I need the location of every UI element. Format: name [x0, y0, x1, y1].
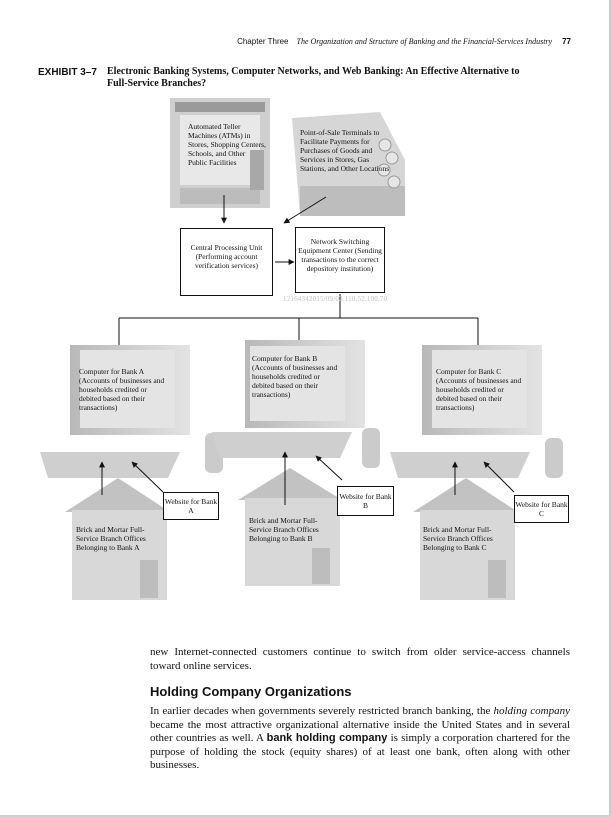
- para2-text-a: In earlier decades when governments seve…: [150, 705, 494, 717]
- computer-bank-c-illustration: [390, 345, 563, 478]
- para2-text-b: became the most attractive organizationa…: [150, 718, 570, 745]
- page-number: 77: [562, 37, 571, 46]
- arrow-pos-to-cpu: [283, 196, 327, 224]
- scan-watermark: 12164342015/09/03 110.52.100.70: [283, 295, 388, 303]
- network-switch-box: Network Switching Equipment Center (Send…: [295, 227, 385, 293]
- computer-bank-c-label: Computer for Bank C (Accounts of busines…: [436, 367, 522, 412]
- exhibit-title: Electronic Banking Systems, Computer Net…: [107, 66, 520, 89]
- page-edge-right: [609, 0, 611, 817]
- running-head: Chapter Three The Organization and Struc…: [237, 37, 571, 46]
- computer-bank-a-illustration: [40, 345, 223, 478]
- para2-key-term: bank holding company: [266, 732, 388, 744]
- branch-house-bank-a-illustration: [65, 478, 170, 600]
- section-heading: Holding Company Organizations: [150, 684, 352, 699]
- computer-bank-a-label: Computer for Bank A (Accounts of busines…: [79, 367, 165, 412]
- website-bank-c-box: Website for Bank C: [514, 495, 569, 523]
- branch-house-bank-b-illustration: [238, 468, 342, 586]
- exhibit-label: EXHIBIT 3–7: [38, 67, 97, 78]
- branch-bank-c-label: Brick and Mortar Full-Service Branch Off…: [423, 525, 493, 552]
- computer-bank-b-label: Computer for Bank B (Accounts of busines…: [252, 354, 338, 399]
- branch-bank-b-label: Brick and Mortar Full-Service Branch Off…: [249, 516, 319, 543]
- cpu-box: Central Processing Unit (Performing acco…: [180, 228, 273, 296]
- chapter-title: The Organization and Structure of Bankin…: [296, 37, 553, 46]
- page-edge-bottom: [0, 815, 611, 817]
- chapter-label: Chapter Three: [237, 37, 289, 46]
- body-paragraph-2: In earlier decades when governments seve…: [150, 705, 570, 773]
- branch-house-bank-c-illustration: [413, 478, 518, 600]
- body-paragraph-1: new Internet-connected customers continu…: [150, 646, 570, 672]
- para2-text-c: is simply a corporation chartered for th…: [150, 732, 570, 771]
- atm-label: Automated Teller Machines (ATMs) in Stor…: [188, 122, 266, 167]
- computer-bank-b-illustration: [212, 340, 380, 468]
- para2-emphasis: holding company: [493, 705, 571, 717]
- website-bank-b-box: Website for Bank B: [337, 486, 394, 516]
- website-bank-a-box: Website for Bank A: [163, 492, 219, 520]
- banking-network-diagram: [40, 98, 563, 600]
- branch-bank-a-label: Brick and Mortar Full-Service Branch Off…: [76, 525, 146, 552]
- atm-machine-illustration: [170, 98, 270, 208]
- pos-terminal-illustration: [292, 112, 405, 216]
- pos-label: Point-of-Sale Terminals to Facilitate Pa…: [300, 128, 390, 173]
